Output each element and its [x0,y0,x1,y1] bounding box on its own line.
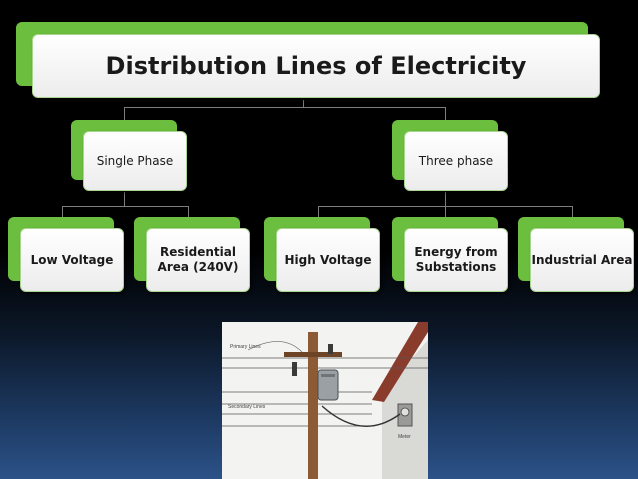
connector-single-bar [62,206,188,207]
insulator-icon [328,344,333,354]
connector-industrial-drop [572,206,573,218]
single-phase-label: Single Phase [96,154,174,168]
pole-illustration: Primary Lines Secondary Lines Meter [222,322,428,479]
meter-dial [400,407,410,417]
connector-three-drop [445,107,446,121]
residential-label: Residential Area (240V) [157,245,239,274]
pole-drawing: Primary Lines Secondary Lines Meter [222,322,428,479]
connector-single-stem [124,192,125,206]
substations-node: Energy from Substations [404,228,508,292]
connector-energy-drop [445,206,446,218]
low-voltage-label: Low Voltage [30,252,114,267]
diagram-title: Distribution Lines of Electricity [105,52,527,80]
primary-lines-label: Primary Lines [230,344,261,350]
three-phase-label: Three phase [418,154,494,168]
utility-pole [308,332,318,479]
house-roof [372,322,428,402]
substations-label: Energy from Substations [414,245,498,274]
residential-node: Residential Area (240V) [146,228,250,292]
crossarm [284,352,342,357]
industrial-node: Industrial Area [530,228,634,292]
connector-res-drop [188,206,189,218]
connector-lowv-drop [62,206,63,218]
meter-label: Meter [398,434,411,440]
low-voltage-node: Low Voltage [20,228,124,292]
industrial-label: Industrial Area [531,252,633,267]
connector-highv-drop [318,206,319,218]
connector-title-stem [303,100,304,108]
service-drop [321,405,401,427]
transformer [317,369,339,401]
connector-three-stem [445,192,446,206]
single-phase-node: Single Phase [83,131,187,191]
connector-single-drop [124,107,125,121]
high-voltage-label: High Voltage [284,252,372,267]
three-phase-node: Three phase [404,131,508,191]
title-node: Distribution Lines of Electricity [32,34,600,98]
secondary-lines-label: Secondary Lines [228,404,266,410]
high-voltage-node: High Voltage [276,228,380,292]
insulator-icon [292,362,297,376]
connector-level1-bar [124,107,446,108]
